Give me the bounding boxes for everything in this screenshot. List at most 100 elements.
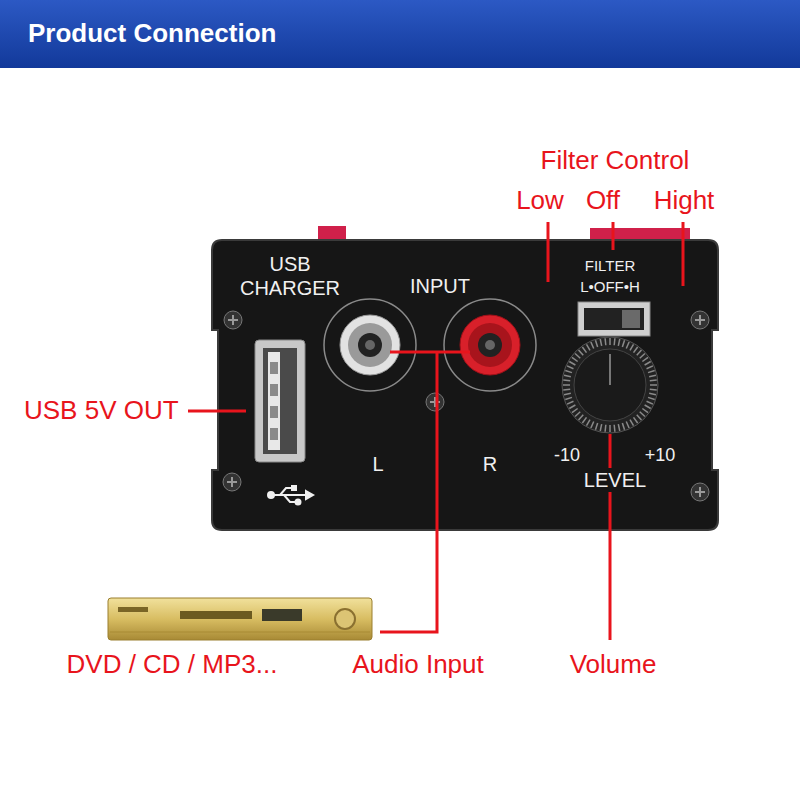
usb-contact — [270, 362, 278, 374]
knob-ridge — [595, 340, 597, 347]
leader-line — [188, 410, 246, 413]
dvd-body — [108, 598, 372, 640]
amplifier-panel — [212, 240, 718, 530]
leader-line — [682, 222, 685, 286]
knob-ridge — [609, 338, 611, 345]
knob-ridge — [649, 393, 656, 394]
knob-ridge — [640, 412, 645, 417]
leader-line — [612, 222, 615, 250]
knob-ridge — [569, 362, 575, 366]
usb-symbol-dot — [296, 500, 301, 505]
knob-ridge — [618, 424, 619, 431]
jack-body — [468, 323, 512, 367]
leader-line — [380, 352, 437, 632]
panel-screws — [223, 311, 709, 501]
leader-line — [609, 434, 612, 640]
knob-ridge — [563, 379, 570, 381]
panel-marking: FILTER L•OFF•H — [570, 255, 650, 297]
knob-ridge — [649, 375, 656, 376]
knob-ridge — [647, 401, 653, 404]
knob-ridge — [630, 344, 634, 350]
callout-label: DVD / CD / MP3... — [67, 650, 278, 680]
usb-symbol — [268, 486, 313, 505]
knob-ridge — [563, 384, 570, 386]
knob-ridge — [575, 412, 580, 417]
panel-marking: USB CHARGER — [235, 252, 345, 300]
knob-rim — [562, 337, 658, 433]
screw-cross — [695, 487, 705, 497]
screw-head — [223, 473, 241, 491]
knob-ridge — [642, 409, 648, 413]
knob-indicator — [609, 354, 611, 385]
amplifier-panel-node: USB CHARGERINPUTFILTER L•OFF•HLR-10+10LE… — [212, 240, 718, 530]
panel-marking: L — [372, 452, 383, 476]
screw-cross — [227, 477, 237, 487]
panel-marking: R — [483, 452, 497, 476]
knob-ridge — [582, 417, 586, 423]
knob-ridge — [626, 342, 629, 348]
jack-hole — [478, 333, 502, 357]
usb-port — [255, 340, 305, 462]
knob-ridge — [645, 405, 651, 409]
callout-label: Hight — [654, 186, 715, 216]
knob-ridge — [572, 357, 578, 361]
knob-ridge — [648, 397, 655, 399]
knob-ridge — [591, 422, 594, 428]
jack-pin — [365, 340, 375, 350]
knob-ridge — [604, 338, 606, 345]
switch-slider — [622, 310, 640, 328]
knob-ridge — [575, 354, 580, 359]
knob-ridge — [630, 420, 634, 426]
rca-jack-right — [444, 299, 536, 391]
knob-cap — [574, 349, 646, 421]
filter-switch — [578, 302, 650, 336]
knob-ridge — [564, 375, 571, 376]
leader-line — [547, 222, 550, 282]
usb-symbol-square — [292, 486, 296, 490]
dvd-knob — [335, 609, 355, 629]
knob-ridge — [565, 370, 572, 372]
jack-hole — [358, 333, 382, 357]
jack-ring-outline — [444, 299, 536, 391]
screw — [691, 483, 709, 501]
knob-ridge — [637, 350, 642, 355]
knob-ridge — [626, 422, 629, 428]
header-bar — [0, 0, 800, 68]
knob-ridge — [600, 424, 601, 431]
usb-port-shell — [255, 340, 305, 462]
usb-contact — [270, 428, 278, 440]
knob-ridge — [565, 397, 572, 399]
usb-symbol-head — [306, 491, 313, 499]
knob-ridge — [579, 415, 584, 420]
dvd-edge — [110, 632, 370, 633]
knob-ridge — [567, 366, 573, 369]
knob-ridge — [569, 405, 575, 409]
rca-jack-left — [324, 299, 416, 391]
knob-ridge — [650, 384, 657, 386]
panel-marking: INPUT — [410, 274, 470, 298]
volume-knob — [562, 337, 658, 433]
callout-label: Filter Control — [541, 146, 690, 176]
knob-ridge — [647, 366, 653, 369]
knob-ridge — [572, 409, 578, 413]
knob-ridge — [622, 423, 624, 430]
jack-body — [348, 323, 392, 367]
switch-slot — [584, 308, 644, 330]
knob-ridge — [604, 425, 606, 432]
knob-ridge — [563, 388, 570, 390]
knob-ridge — [595, 423, 597, 430]
knob-ridge — [587, 420, 591, 426]
knob-ridge — [567, 401, 573, 404]
page-title: Product Connection — [28, 19, 276, 49]
knob-ridge — [609, 425, 611, 432]
knob-ridge — [587, 344, 591, 350]
jack-pin — [485, 340, 495, 350]
screw-head — [691, 483, 709, 501]
panel-marking: +10 — [645, 445, 676, 467]
knob-ridge — [642, 357, 648, 361]
usb-port-opening — [263, 348, 297, 454]
screw-cross — [695, 315, 705, 325]
screw — [224, 311, 242, 329]
callout-label: Low — [516, 186, 564, 216]
